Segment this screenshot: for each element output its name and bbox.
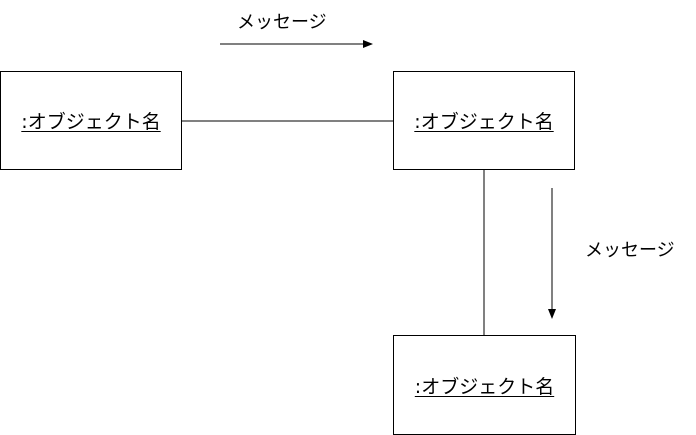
object-name-label: :オブジェクト名 [414,375,555,398]
object-box-2: :オブジェクト名 [393,71,575,170]
object-box-1: :オブジェクト名 [0,71,182,170]
object-name-label: :オブジェクト名 [414,111,554,133]
message-label-vertical: メッセージ [585,240,675,261]
message-label-horizontal: メッセージ [237,12,327,33]
object-name-label: :オブジェクト名 [21,111,161,133]
object-box-3: :オブジェクト名 [393,335,576,435]
